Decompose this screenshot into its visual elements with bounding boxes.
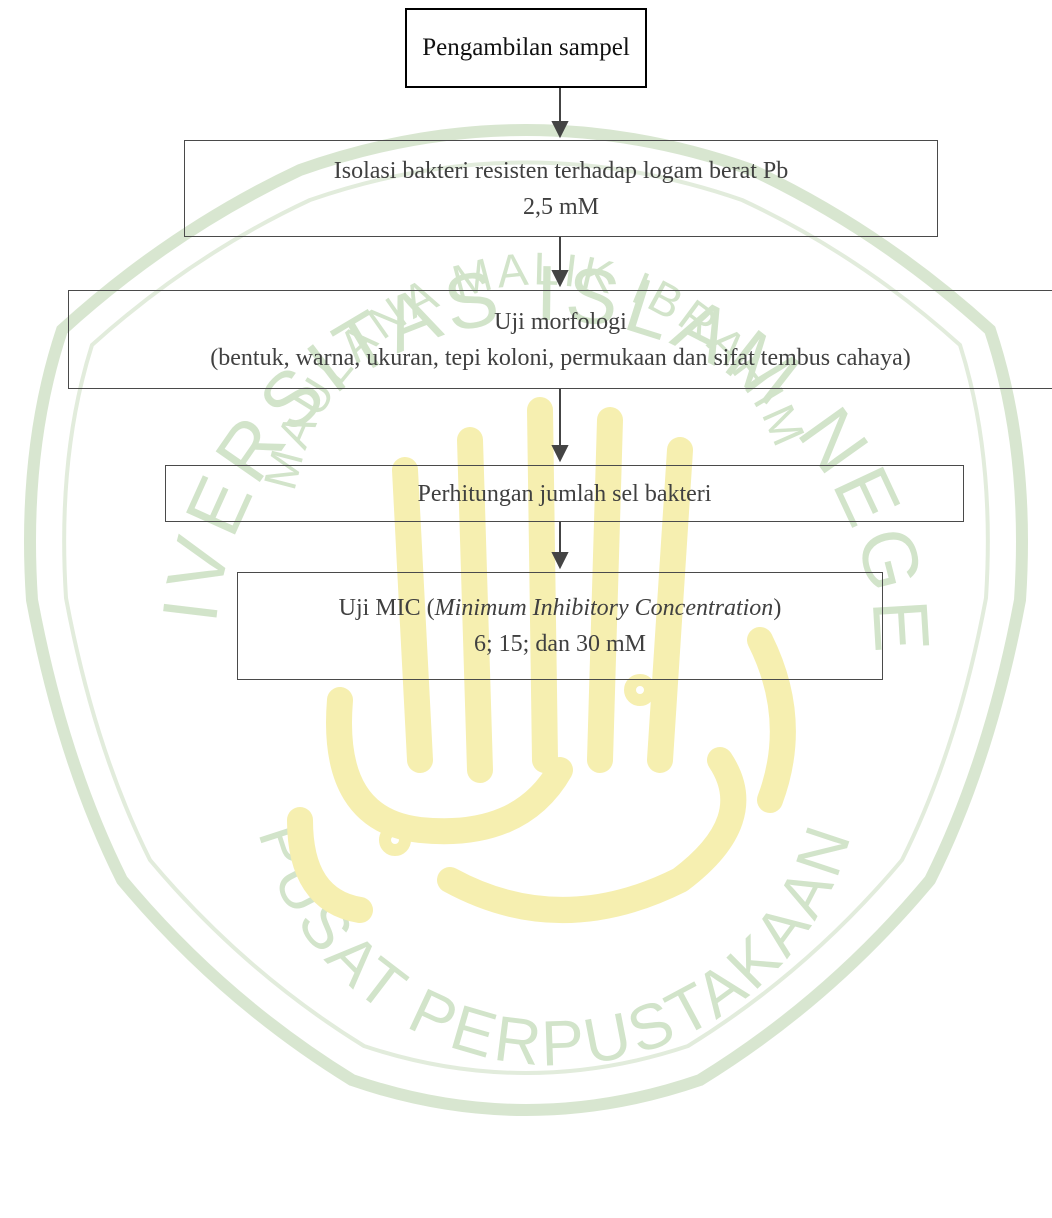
step-4-text: Perhitungan jumlah sel bakteri	[417, 480, 712, 507]
step-3-text-line-2: (bentuk, warna, ukuran, tepi koloni, per…	[210, 344, 911, 371]
arrow-4-head	[551, 552, 569, 570]
step-box-sampling: Pengambilan sampel	[405, 8, 647, 88]
step-1-text: Pengambilan sampel	[422, 34, 630, 61]
step-box-mic-test: Uji MIC (Minimum Inhibitory Concentratio…	[237, 572, 883, 680]
step-5-text-line-2: 6; 15; dan 30 mM	[474, 631, 646, 657]
step-box-isolation: Isolasi bakteri resisten terhadap logam …	[184, 140, 938, 237]
step-3-text-line-1: Uji morfologi	[494, 308, 627, 335]
arrow-3-head	[551, 445, 569, 463]
step-box-morphology: Uji morfologi (bentuk, warna, ukuran, te…	[68, 290, 1052, 389]
step-5-suffix: )	[773, 595, 782, 621]
step-5-italic-term: Minimum Inhibitory Concentration	[434, 595, 774, 621]
step-box-cell-count: Perhitungan jumlah sel bakteri	[165, 465, 964, 522]
arrow-2-head	[551, 270, 569, 288]
step-5-text-line-1: Uji MIC (Minimum Inhibitory Concentratio…	[339, 590, 782, 626]
step-2-text-line-2: 2,5 mM	[522, 193, 599, 220]
step-5-prefix: Uji MIC (	[338, 595, 435, 621]
step-2-text-line-1: Isolasi bakteri resisten terhadap logam …	[333, 157, 789, 184]
arrow-1-head	[551, 121, 569, 139]
